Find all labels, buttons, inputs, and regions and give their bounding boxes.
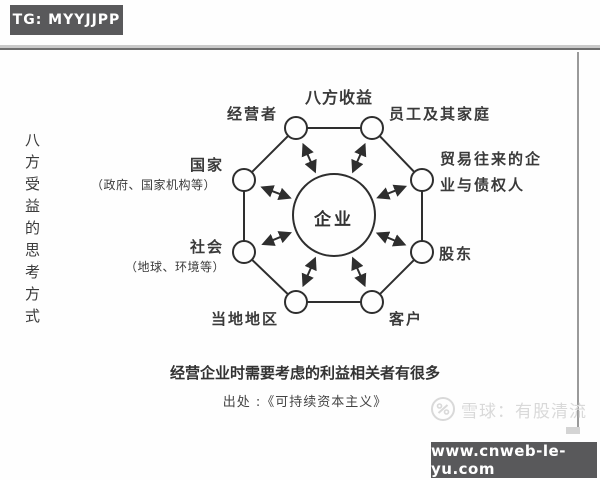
node-circle-nation <box>232 168 256 192</box>
tg-watermark-badge: TG: MYYJJPP <box>10 5 123 35</box>
node-label-local-community: 当地地区 <box>211 310 280 328</box>
node-label-employees: 员工及其家庭 <box>389 105 492 123</box>
node-circle-customers <box>360 290 384 314</box>
double-arrow-local-community <box>301 256 317 288</box>
node-label-shareholders: 股东 <box>439 245 474 263</box>
right-frame-border <box>577 52 579 430</box>
xueqiu-watermark: 雪球：有股清流 <box>430 396 587 422</box>
node-circle-society <box>232 240 256 264</box>
xueqiu-watermark-text: 雪球：有股清流 <box>461 401 587 422</box>
node-label-society: 社会 <box>190 238 225 256</box>
node-sublabel-nation: （政府、国家机构等） <box>91 178 217 192</box>
diagram-heading: 八方收益 <box>304 88 373 107</box>
double-arrow-nation <box>260 185 292 201</box>
node-circle-shareholders <box>410 240 434 264</box>
double-arrow-customers <box>351 256 367 288</box>
xueqiu-logo-icon <box>431 397 455 421</box>
caption-source: 出处 :《可持续资本主义》 <box>222 395 388 410</box>
node-circle-operators <box>284 116 308 140</box>
node-circle-local-community <box>284 290 308 314</box>
node-label-nation: 国家 <box>190 156 225 174</box>
vertical-title: 八方受益的思考方式 <box>23 132 41 330</box>
node-circle-employees <box>360 116 384 140</box>
right-frame-border-cap <box>566 427 580 434</box>
site-url-badge: www.cnweb-le-yu.com <box>431 442 597 478</box>
node-label-operators: 经营者 <box>227 105 279 123</box>
double-arrow-shareholders <box>375 231 407 247</box>
top-divider-bar <box>0 45 600 50</box>
node-label-trading-partners: 贸易往来的企业与债权人 <box>440 150 543 194</box>
center-enterprise-circle <box>292 173 376 257</box>
double-arrow-trading-partners <box>376 184 408 200</box>
double-arrow-operators <box>301 142 317 174</box>
caption-text: 经营企业时需要考虑的利益相关者有很多 <box>169 364 440 382</box>
node-circle-trading-partners <box>410 168 434 192</box>
node-label-customers: 客户 <box>389 310 424 328</box>
center-enterprise-label: 企业 <box>314 210 354 230</box>
double-arrow-society <box>261 231 293 246</box>
double-arrow-employees <box>351 142 367 174</box>
node-sublabel-society: （地球、环境等） <box>125 260 226 274</box>
